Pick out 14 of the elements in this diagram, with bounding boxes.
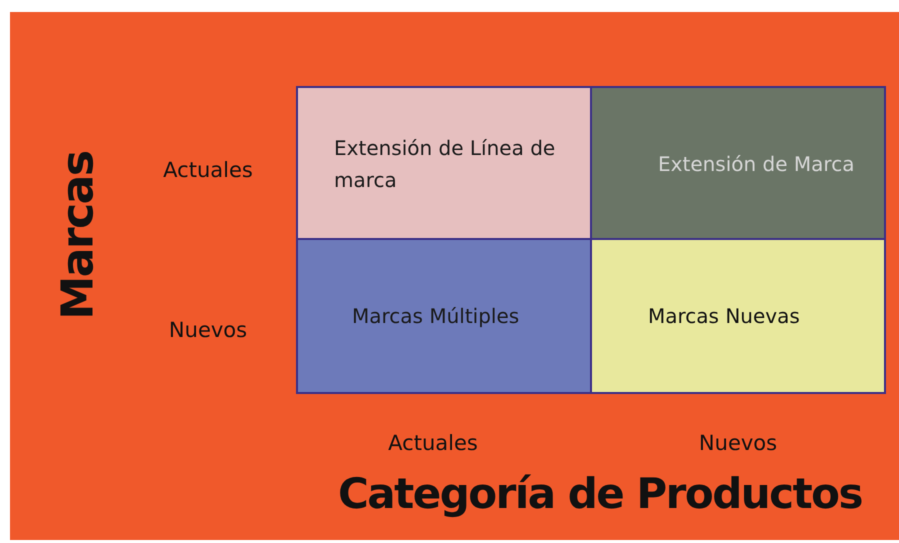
column-label: Nuevos xyxy=(698,431,778,455)
cell-text: Extensión de Línea de marca xyxy=(334,135,556,194)
matrix-cell xyxy=(296,238,592,394)
matrix-cell xyxy=(296,86,592,240)
axis-title: Marcas xyxy=(52,150,104,320)
cell-text: Marcas Nuevas xyxy=(648,303,800,330)
matrix-cell xyxy=(590,86,886,240)
row-label: Actuales xyxy=(163,158,253,182)
axis-title: Categoría de Productos xyxy=(338,468,862,518)
cell-text: Marcas Múltiples xyxy=(352,303,520,330)
matrix-cell xyxy=(590,238,886,394)
row-label: Nuevos xyxy=(168,318,248,342)
column-label: Actuales xyxy=(388,431,478,455)
cell-text: Extensión de Marca xyxy=(658,151,854,178)
